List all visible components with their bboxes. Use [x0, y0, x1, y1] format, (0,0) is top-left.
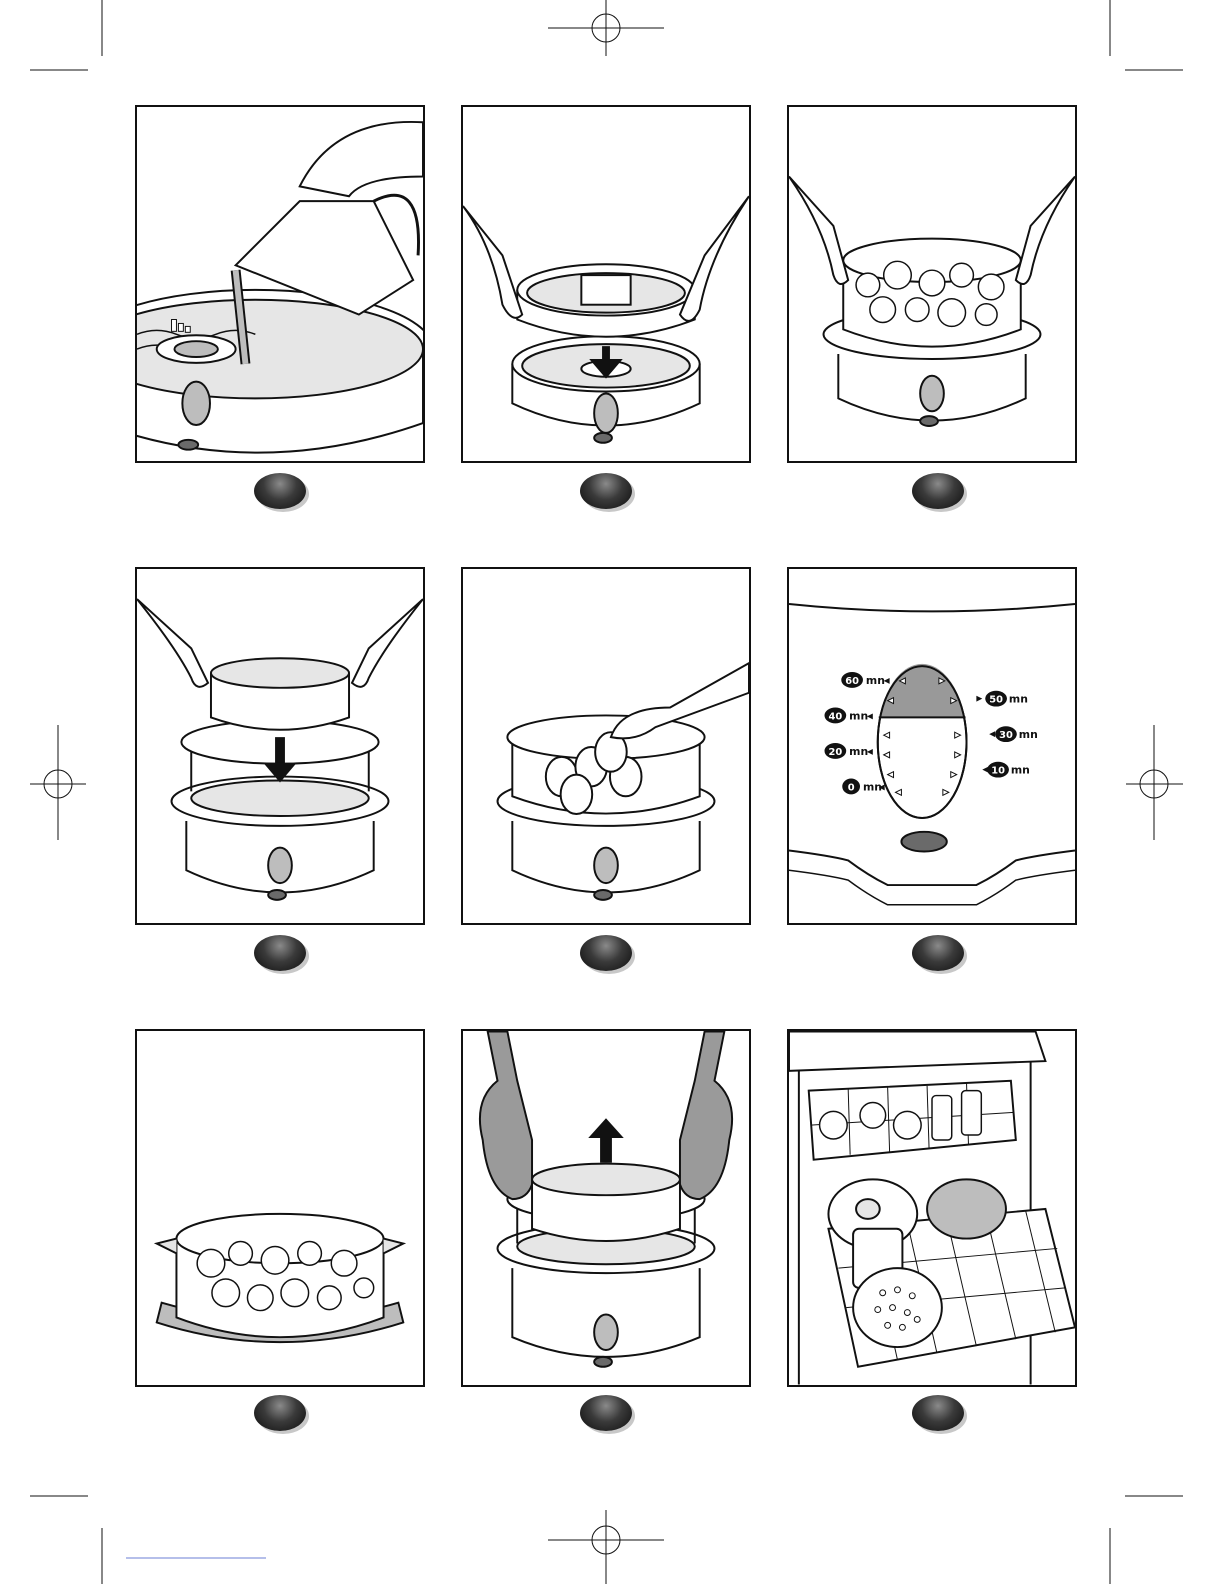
svg-text:50: 50 [989, 695, 1003, 706]
steamer-bowl-icon [789, 107, 1075, 461]
timer-label-0: 0 mn [842, 779, 884, 795]
step-6-number-disc [912, 935, 964, 971]
timer-label-30: 30 mn [989, 726, 1038, 742]
timer-label-20: 20 mn [825, 743, 873, 759]
step-7-panel [135, 1029, 425, 1387]
svg-text:0: 0 [848, 782, 855, 793]
oven-glove-icon [463, 1031, 749, 1385]
step-3-number-disc [912, 473, 964, 509]
water-jug-icon [137, 107, 423, 461]
svg-text:mn: mn [1009, 693, 1028, 706]
timer-label-10: 10 mn [982, 762, 1030, 778]
step-5-panel [461, 567, 751, 925]
step-1-number-disc [254, 473, 306, 509]
timer-dial-icon: 60 mn 40 mn 20 mn 0 mn 50 mn [789, 569, 1075, 923]
svg-text:20: 20 [828, 747, 842, 758]
svg-text:mn: mn [1011, 764, 1030, 777]
step-5-number-disc [580, 935, 632, 971]
svg-text:mn: mn [866, 674, 885, 687]
timer-label-40: 40 mn [825, 708, 873, 724]
svg-text:mn: mn [1019, 728, 1038, 741]
svg-text:60: 60 [845, 676, 859, 687]
step-7-number-disc [254, 1395, 306, 1431]
step-9-number-disc [912, 1395, 964, 1431]
step-8-number-disc [580, 1395, 632, 1431]
dishwasher-icon [789, 1031, 1075, 1385]
svg-text:10: 10 [991, 766, 1005, 777]
step-3-panel [787, 105, 1077, 463]
svg-text:mn: mn [849, 745, 868, 758]
svg-text:30: 30 [999, 730, 1013, 741]
bottle-parts-icon [137, 1031, 423, 1385]
step-1-panel [135, 105, 425, 463]
eggs-icon [463, 569, 749, 923]
step-4-panel [135, 567, 425, 925]
svg-text:40: 40 [828, 711, 842, 722]
timer-label-50: 50 mn [976, 691, 1028, 707]
step-2-number-disc [580, 473, 632, 509]
step-4-number-disc [254, 935, 306, 971]
step-6-panel: 60 mn 40 mn 20 mn 0 mn 50 mn [787, 567, 1077, 925]
collector-tray-icon [463, 107, 749, 461]
step-9-panel [787, 1029, 1077, 1387]
svg-text:mn: mn [849, 709, 868, 722]
svg-text:mn: mn [863, 780, 882, 793]
step-2-panel [461, 105, 751, 463]
rice-bowl-icon [137, 569, 423, 923]
step-8-panel [461, 1029, 751, 1387]
timer-label-60: 60 mn [841, 672, 889, 688]
